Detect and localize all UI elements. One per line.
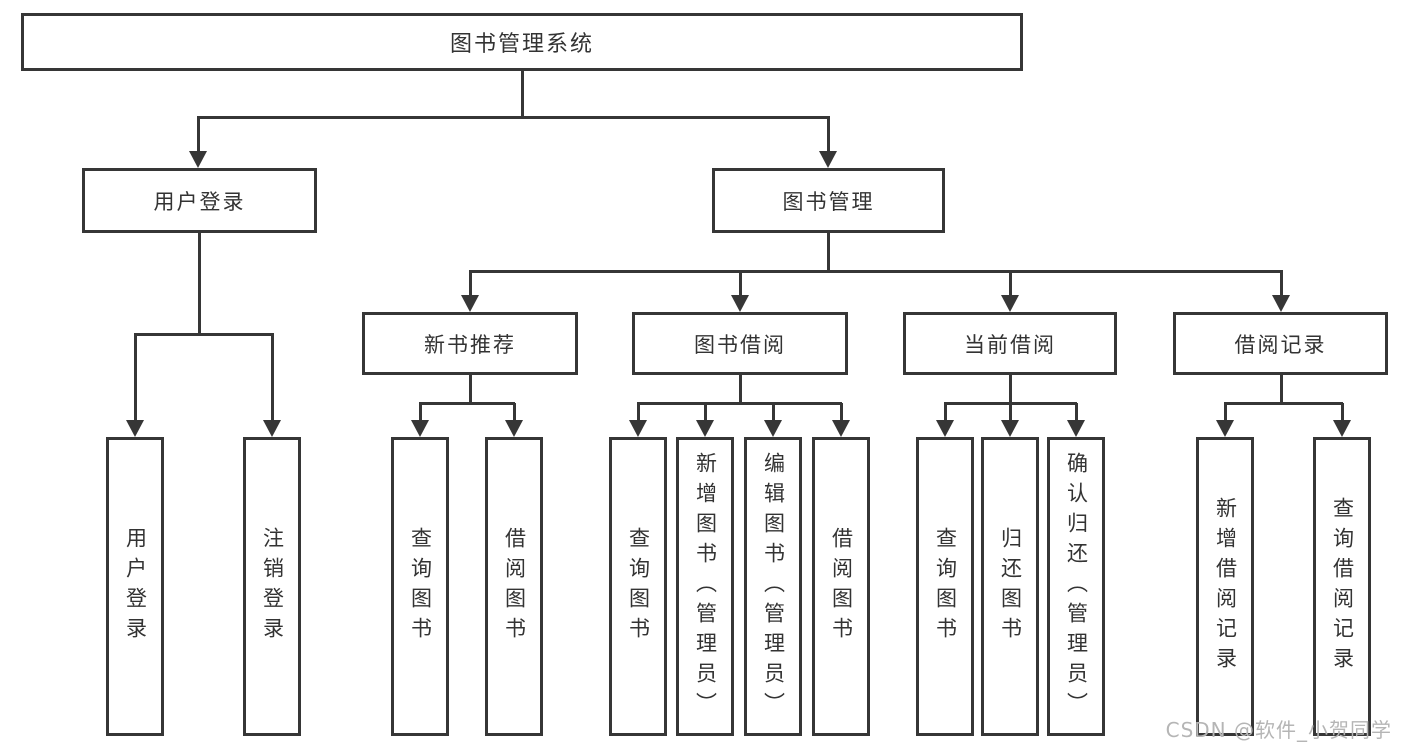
connector-line [1074,403,1078,422]
node-label: 查询借阅记录 [1330,496,1355,677]
connector-line [1224,401,1343,405]
node-leaf-return-books: 归还图书 [981,437,1039,736]
connector-line [133,334,137,422]
connector-line [270,334,274,422]
arrowhead-icon [1272,295,1290,312]
connector-line [418,403,422,422]
connector-line [512,403,516,422]
connector-line [197,115,830,119]
node-leaf-logout: 注销登录 [243,437,301,736]
arrowhead-icon [1216,420,1234,437]
connector-line [703,403,707,422]
arrowhead-icon [126,420,144,437]
node-leaf-query-borrow-record: 查询借阅记录 [1313,437,1371,736]
connector-line [637,401,842,405]
node-book-management: 图书管理 [712,168,945,233]
connector-line [197,232,201,336]
node-leaf-borrow-books: 借阅图书 [812,437,870,736]
node-leaf-query-books-current: 查询图书 [916,437,974,736]
connector-line [738,374,742,405]
node-leaf-query-books-borrow: 查询图书 [609,437,667,736]
arrowhead-icon [1333,420,1351,437]
node-label: 注销登录 [260,526,285,647]
node-leaf-query-books-recommend: 查询图书 [391,437,449,736]
node-label: 新书推荐 [424,332,516,357]
node-label: 借阅记录 [1234,332,1327,357]
node-label: 图书借阅 [694,332,786,357]
node-label: 当前借阅 [964,332,1056,357]
node-book-borrowing: 图书借阅 [632,312,848,375]
connector-line [771,403,775,422]
node-leaf-add-books-admin: 新增图书（管理员） [676,437,734,736]
connector-line [196,117,200,153]
node-label: 归还图书 [998,526,1023,647]
node-label: 查询图书 [933,526,958,647]
arrowhead-icon [461,295,479,312]
node-label: 查询图书 [408,526,433,647]
connector-line [469,269,1283,273]
connector-line [636,403,640,422]
arrowhead-icon [731,295,749,312]
node-label: 确认归还（管理员） [1064,451,1089,722]
arrowhead-icon [1001,295,1019,312]
node-label: 借阅图书 [502,526,527,647]
node-user-login: 用户登录 [82,168,317,233]
connector-line [839,403,843,422]
node-label: 借阅图书 [829,526,854,647]
node-borrowing-records: 借阅记录 [1173,312,1388,375]
arrowhead-icon [1001,420,1019,437]
connector-line [1279,374,1283,405]
connector-line [1008,403,1012,422]
arrowhead-icon [936,420,954,437]
connector-line [1340,403,1344,422]
node-label: 新增借阅记录 [1213,496,1238,677]
node-current-borrowing: 当前借阅 [903,312,1117,375]
node-label: 查询图书 [626,526,651,647]
node-label: 编辑图书（管理员） [761,451,786,722]
arrowhead-icon [505,420,523,437]
node-label: 用户登录 [153,189,246,214]
arrowhead-icon [819,151,837,168]
node-new-book-recommend: 新书推荐 [362,312,578,375]
connector-line [943,403,947,422]
node-label: 图书管理系统 [449,32,594,57]
arrowhead-icon [189,151,207,168]
connector-line [468,374,472,405]
connector-line [826,117,830,153]
connector-line [1279,271,1283,297]
connector-line [419,401,515,405]
arrowhead-icon [832,420,850,437]
connector-line [468,271,472,297]
node-label: 用户登录 [123,526,148,647]
connector-line [1223,403,1227,422]
node-label: 新增图书（管理员） [693,451,718,722]
node-label: 图书管理 [782,189,875,214]
node-leaf-borrow-books-recommend: 借阅图书 [485,437,543,736]
arrowhead-icon [629,420,647,437]
connector-line [826,232,830,273]
connector-line [134,332,274,336]
arrowhead-icon [1067,420,1085,437]
node-leaf-add-borrow-record: 新增借阅记录 [1196,437,1254,736]
node-leaf-user-login: 用户登录 [106,437,164,736]
arrowhead-icon [411,420,429,437]
arrowhead-icon [764,420,782,437]
node-leaf-edit-books-admin: 编辑图书（管理员） [744,437,802,736]
connector-line [1008,271,1012,297]
node-leaf-confirm-return-admin: 确认归还（管理员） [1047,437,1105,736]
node-library-management-system: 图书管理系统 [21,13,1023,71]
connector-line [1008,374,1012,405]
watermark-text: CSDN @软件_小贺同学 [1165,718,1392,742]
connector-line [520,70,524,119]
connector-line [738,271,742,297]
arrowhead-icon [263,420,281,437]
arrowhead-icon [696,420,714,437]
